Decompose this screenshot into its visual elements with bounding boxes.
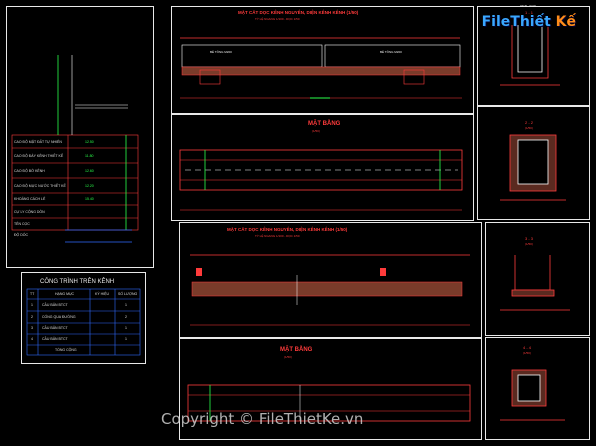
works-table-cell: 3 xyxy=(31,326,33,330)
section-3-scale: (1/50) xyxy=(525,242,533,246)
long-section-mid-panel xyxy=(179,222,482,338)
works-table-cell: 2 xyxy=(31,315,33,319)
section-4-title: 4 - 4 xyxy=(523,345,532,350)
profile-row-value: 12.50 xyxy=(85,140,94,144)
works-table-cell: 1 xyxy=(125,326,127,330)
long-section-mid-title: MẶT CẮT DỌC KÊNH NGUYÊN, DIỆN KÊNH KÊNH … xyxy=(227,227,348,232)
profile-row-label: CAO ĐỘ BỜ KÊNH xyxy=(14,169,45,173)
works-table-cell: 4 xyxy=(31,337,33,341)
section-2-panel xyxy=(477,106,590,220)
profile-row-label: KHOẢNG CÁCH LẺ xyxy=(14,197,46,201)
long-section-top-panel xyxy=(171,6,474,114)
profile-line xyxy=(71,55,128,135)
works-table-header: SỐ LƯỢNG xyxy=(118,292,138,296)
plan-top-drawing xyxy=(179,149,463,211)
section-1-panel xyxy=(477,6,590,106)
section-2-title: 2 - 2 xyxy=(525,120,534,125)
profile-row-value: 11.80 xyxy=(85,154,94,158)
copyright-watermark: Copyright © FileThietKe.vn xyxy=(161,410,364,428)
section-1-title: 1 - 1 xyxy=(525,10,534,15)
works-table-cell: CẦU BẢN BTCT xyxy=(42,326,68,330)
works-table-cell: CỐNG QUA ĐƯỜNG xyxy=(42,315,76,319)
header-right-label: VT.TL. KCN - … xyxy=(520,4,542,8)
works-table-title: CÔNG TRÌNH TRÊN KÊNH xyxy=(40,279,115,285)
profile-row-label: ĐỘ DỐC xyxy=(14,233,28,237)
long-section-top-subtitle: TỶ LỆ NGANG 1/100 - DỌC 1/50 xyxy=(255,17,300,21)
works-table-frame xyxy=(21,272,146,364)
site-logo: FileThiết Kế xyxy=(481,14,576,30)
works-table-cell: CẦU BẢN BTCT xyxy=(42,337,68,341)
plan-top-title: MẶT BẰNG xyxy=(308,121,341,127)
profile-grid xyxy=(11,134,139,231)
section-4-drawing xyxy=(500,369,565,421)
section-3-title: 3 - 3 xyxy=(525,236,534,241)
plan-top-panel xyxy=(171,114,474,221)
section-2-drawing xyxy=(500,134,566,201)
long-section-mid-drawing xyxy=(190,254,470,326)
long-section-top-drawing xyxy=(180,37,462,99)
profile-row-label: CAO ĐỘ MẶT ĐẤT TỰ NHIÊN xyxy=(14,140,62,144)
long-section-top-title: MẶT CẮT DỌC KÊNH NGUYÊN, DIỆN KÊNH KÊNH … xyxy=(238,10,359,15)
plan-mid-title: MẶT BẰNG xyxy=(280,347,313,353)
profile-row-value: 15.40 xyxy=(85,197,94,201)
long-section-top-label-right: BÊ TÔNG M200 xyxy=(380,50,402,54)
works-table-header: TT xyxy=(30,292,35,296)
plan-mid-panel xyxy=(179,338,482,440)
works-table-total: TỔNG CỘNG xyxy=(55,348,77,352)
section-2-scale: (1/50) xyxy=(525,126,533,130)
profile-row-label: CỰ LY CỘNG DỒN xyxy=(14,210,45,214)
profile-row-value: 12.60 xyxy=(85,169,94,173)
works-table-cell: 1 xyxy=(31,303,33,307)
section-3-panel xyxy=(485,222,590,336)
section-3-drawing xyxy=(500,255,570,311)
section-1-drawing xyxy=(500,25,560,86)
profile-row-label: CAO ĐỘ MỰC NƯỚC THIẾT KẾ xyxy=(14,184,66,188)
profile-frame xyxy=(6,6,154,268)
plan-mid-drawing xyxy=(187,384,471,422)
works-table-header: HẠNG MỤC xyxy=(55,292,75,296)
plan-mid-scale: (1/50) xyxy=(284,355,292,359)
long-section-top-label-left: BÊ TÔNG M200 xyxy=(210,50,232,54)
section-4-panel xyxy=(485,337,590,440)
works-table-cell: 2 xyxy=(125,315,127,319)
profile-row-label: CAO ĐỘ ĐÁY KÊNH THIẾT KẾ xyxy=(14,154,64,158)
works-table-cell: 1 xyxy=(125,303,127,307)
long-section-mid-subtitle: TỶ LỆ NGANG 1/100 - DỌC 1/50 xyxy=(255,234,300,238)
profile-blue xyxy=(65,229,132,243)
works-table-cell: 1 xyxy=(125,337,127,341)
profile-ticks xyxy=(57,55,127,230)
profile-row-label: TÊN CỌC xyxy=(14,222,30,226)
section-4-scale: (1/50) xyxy=(523,351,531,355)
works-table-cell: CẦU BẢN BTCT xyxy=(42,303,68,307)
works-table-header: KÝ HIỆU xyxy=(95,292,110,296)
profile-row-value: 12.20 xyxy=(85,184,94,188)
works-table-grid xyxy=(26,288,141,356)
plan-top-scale: (1/50) xyxy=(312,129,320,133)
